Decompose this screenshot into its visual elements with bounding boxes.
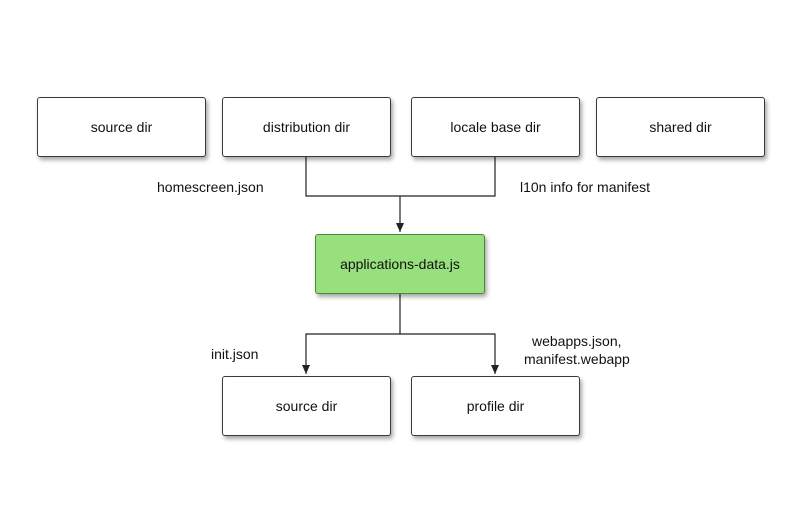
bottom-source-dir-box: source dir bbox=[222, 376, 391, 436]
source-dir-label: source dir bbox=[90, 119, 153, 135]
distribution-dir-label: distribution dir bbox=[262, 119, 351, 135]
profile-dir-label: profile dir bbox=[466, 398, 525, 414]
locale-base-dir-label: locale base dir bbox=[450, 119, 541, 135]
locale-base-dir-box: locale base dir bbox=[411, 97, 580, 157]
webapps-json-label: webapps.json, bbox=[532, 333, 622, 349]
arrow-to-source-dir bbox=[302, 333, 400, 374]
applications-data-box: applications-data.js bbox=[315, 234, 485, 294]
shared-dir-box: shared dir bbox=[596, 97, 765, 157]
arrow-to-profile-dir bbox=[400, 333, 499, 374]
bottom-source-dir-label: source dir bbox=[275, 398, 338, 414]
connector-distribution bbox=[305, 157, 400, 197]
applications-data-label: applications-data.js bbox=[340, 256, 460, 272]
profile-dir-box: profile dir bbox=[411, 376, 580, 436]
shared-dir-label: shared dir bbox=[649, 119, 712, 135]
connector-locale bbox=[400, 157, 496, 197]
distribution-dir-box: distribution dir bbox=[222, 97, 391, 157]
homescreen-json-label: homescreen.json bbox=[157, 179, 264, 195]
init-json-label: init.json bbox=[211, 346, 259, 362]
l10n-info-label: l10n info for manifest bbox=[520, 179, 650, 195]
source-dir-box: source dir bbox=[37, 97, 206, 157]
manifest-webapp-label: manifest.webapp bbox=[524, 351, 630, 367]
